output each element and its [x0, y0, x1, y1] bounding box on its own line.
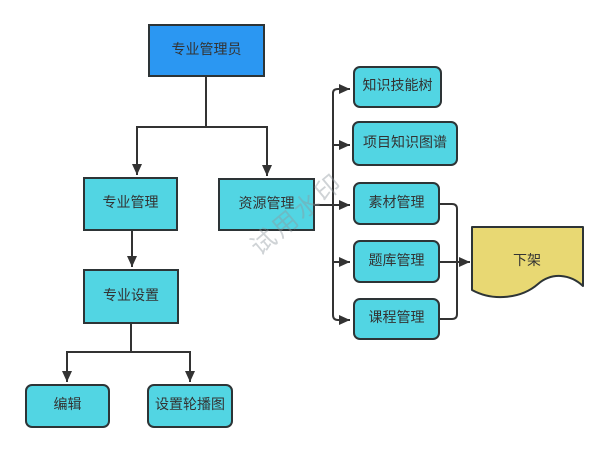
connector-merge-to-document: [440, 203, 470, 320]
node-material-management: 素材管理: [353, 182, 440, 225]
node-edit: 编辑: [25, 384, 110, 428]
node-major-management: 专业管理: [83, 177, 178, 231]
node-project-knowledge-graph: 项目知识图谱: [352, 121, 458, 166]
node-root-admin: 专业管理员: [148, 24, 265, 77]
node-course-management: 课程管理: [353, 298, 440, 340]
connector-resource-branches: [315, 84, 350, 325]
node-knowledge-skill-tree: 知识技能树: [353, 66, 442, 108]
node-major-settings: 专业设置: [83, 269, 179, 324]
node-resource-management: 资源管理: [218, 178, 315, 231]
document-shape: [471, 226, 584, 299]
document-take-down-label: 下架: [513, 253, 541, 269]
node-question-bank-management: 题库管理: [353, 240, 440, 283]
node-set-carousel: 设置轮播图: [147, 384, 233, 428]
connector-settings-split: [62, 324, 195, 382]
connector-root-split: [132, 77, 272, 176]
